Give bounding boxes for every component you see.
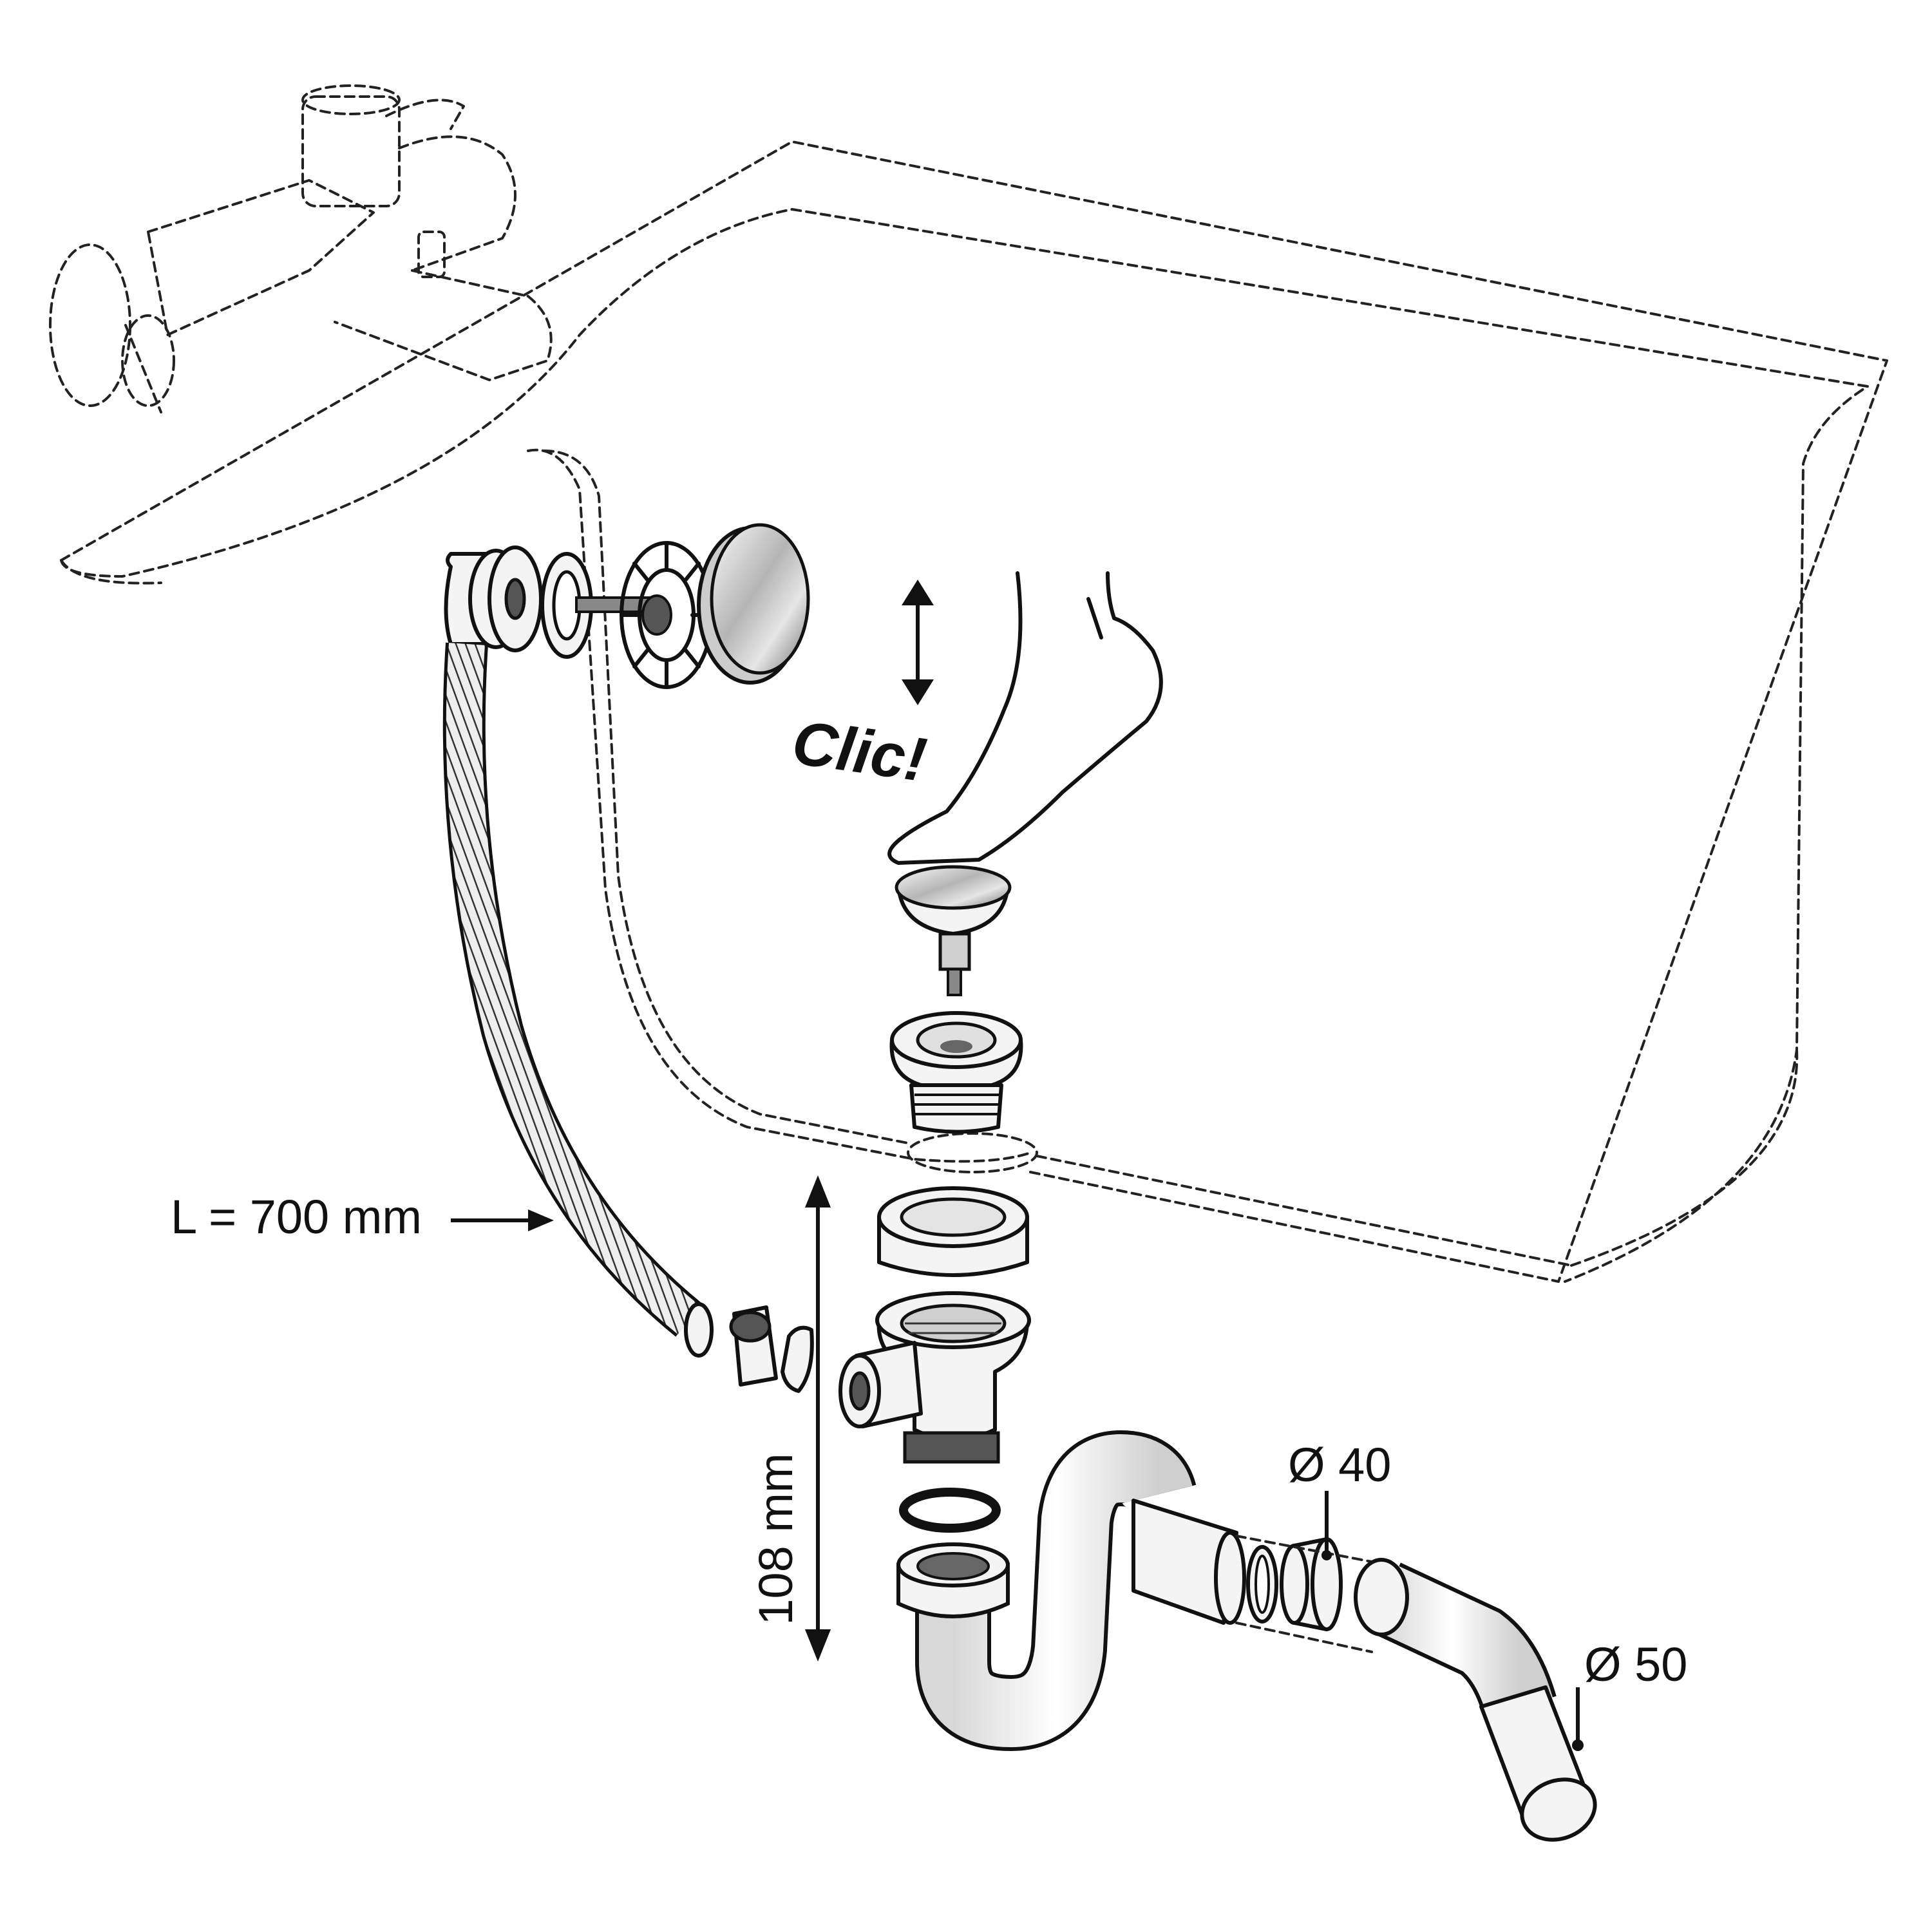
click-label: Clic! xyxy=(788,708,931,795)
pipe-diam-40-label: Ø 40 xyxy=(1288,1438,1391,1492)
hose-length-arrow xyxy=(451,1209,554,1231)
overflow-assembly xyxy=(444,523,810,689)
hose-nut xyxy=(729,1305,814,1393)
drain-plug xyxy=(895,865,1012,996)
s-trap xyxy=(896,1430,1246,1752)
foot-outline xyxy=(887,571,1163,865)
faucet-outline xyxy=(49,84,553,413)
seal-ring xyxy=(877,1186,1029,1277)
drain-body xyxy=(838,1291,1031,1464)
bathtub-outline xyxy=(60,140,1888,1283)
flexible-hose xyxy=(442,642,714,1358)
drain-strainer xyxy=(889,1011,1023,1134)
o-ring xyxy=(899,1488,1001,1533)
diam-50-leader xyxy=(1572,1687,1584,1751)
diam-40-leader xyxy=(1321,1491,1332,1560)
updown-arrow xyxy=(902,580,934,705)
height-dim-label: 108 mm xyxy=(749,1453,802,1625)
overflow-cap xyxy=(697,523,810,685)
pipe-guides xyxy=(1235,1535,1373,1653)
height-dimension xyxy=(805,1175,831,1662)
pipe-ring-40 xyxy=(1246,1545,1278,1624)
elbow-pipe xyxy=(1354,1558,1597,1842)
pipe-nut-40 xyxy=(1280,1537,1343,1631)
hose-length-label: L = 700 mm xyxy=(171,1190,422,1244)
pipe-diam-50-label: Ø 50 xyxy=(1584,1638,1687,1691)
